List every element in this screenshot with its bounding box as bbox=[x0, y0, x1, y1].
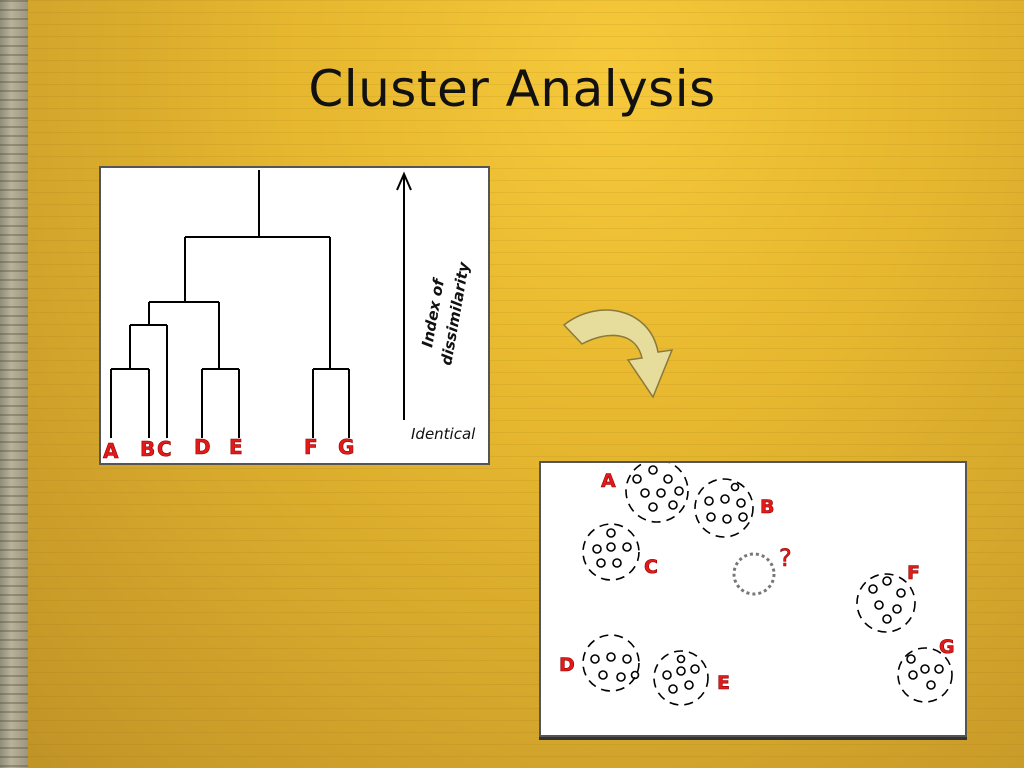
cluster-label-a: A bbox=[601, 470, 616, 492]
cluster-c bbox=[582, 523, 640, 581]
leaf-label-a: A bbox=[103, 439, 119, 463]
dendrogram-branches bbox=[110, 170, 412, 438]
slide-left-border bbox=[0, 0, 28, 768]
cluster-label-f: F bbox=[907, 562, 920, 584]
leaf-label-e: E bbox=[229, 435, 243, 459]
identical-label: Identical bbox=[411, 425, 476, 443]
cluster-label-g: G bbox=[939, 636, 955, 658]
leaf-label-f: F bbox=[304, 435, 318, 459]
leaf-label-d: D bbox=[194, 435, 211, 459]
cluster-label-d: D bbox=[559, 654, 575, 676]
leaf-label-c: C bbox=[157, 437, 172, 461]
cluster-label-b: B bbox=[760, 496, 774, 518]
leaf-label-b: B bbox=[140, 437, 155, 461]
cluster-label-e: E bbox=[717, 672, 730, 694]
cluster-diagram-panel: A B C ? F D E G bbox=[539, 461, 967, 737]
leaf-label-g: G bbox=[338, 435, 354, 459]
cluster-diagram-svg: A B C ? F D E G bbox=[559, 463, 955, 706]
dissimilarity-axis-label-line2: dissimilarity bbox=[437, 260, 473, 367]
cluster-e bbox=[653, 650, 709, 706]
slide-title: Cluster Analysis bbox=[308, 60, 716, 118]
cluster-f bbox=[856, 573, 916, 633]
curved-arrow-icon bbox=[562, 309, 674, 399]
cluster-d bbox=[582, 634, 640, 692]
unknown-cluster bbox=[732, 552, 776, 596]
unknown-marker: ? bbox=[779, 544, 792, 572]
dendrogram-panel: Index of dissimilarity Identical A B C D… bbox=[99, 166, 490, 465]
cluster-label-c: C bbox=[644, 556, 658, 578]
cluster-a bbox=[625, 463, 689, 523]
dendrogram-svg: Index of dissimilarity Identical A B C D… bbox=[103, 170, 476, 463]
cluster-b bbox=[694, 478, 754, 538]
cluster-g bbox=[897, 647, 953, 703]
